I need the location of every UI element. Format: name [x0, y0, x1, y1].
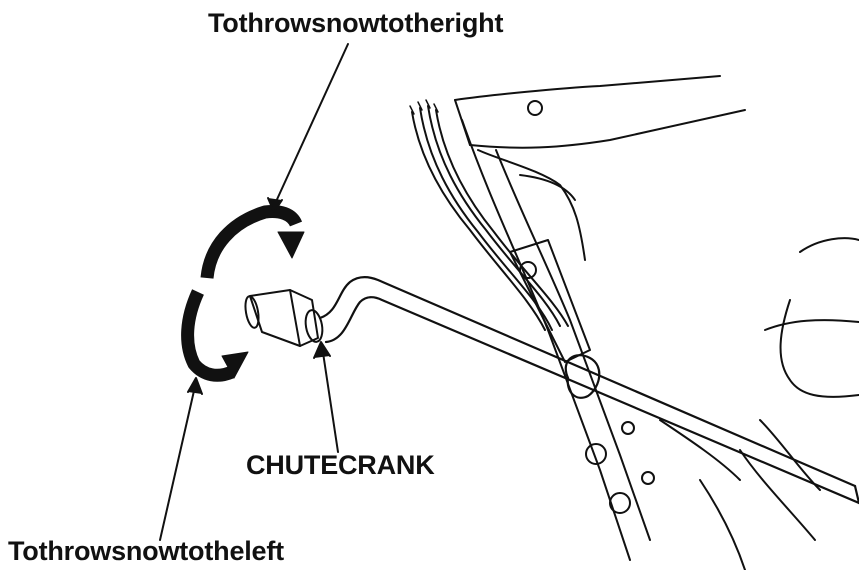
chute-crank-rod [318, 276, 859, 505]
chute-crank-label: CHUTECRANK [246, 450, 435, 480]
rotation-arrow-left [181, 289, 249, 382]
leader-line-left [159, 381, 197, 541]
leader-lines [159, 43, 349, 541]
machine-body [454, 75, 746, 261]
crank-handle-grip [244, 289, 324, 347]
control-cables [409, 99, 569, 331]
handle-frame [461, 119, 655, 561]
leader-line-crank [321, 345, 339, 453]
engine-parts [659, 237, 859, 570]
throw-right-label: Tothrowsnowtotheright [208, 8, 504, 38]
throw-left-label: Tothrowsnowtotheleft [8, 536, 284, 566]
leader-line-right [273, 43, 349, 207]
rotation-arrow-right [200, 205, 305, 279]
